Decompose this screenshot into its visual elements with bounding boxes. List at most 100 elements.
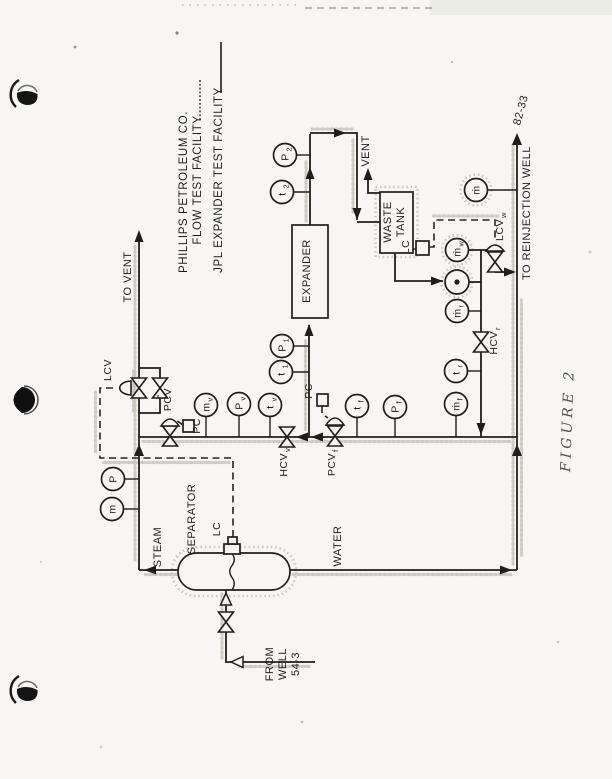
header-arrow-1 (296, 432, 308, 442)
from-well-label-2: WELL (277, 648, 289, 680)
pcv-f-valve (325, 425, 345, 447)
instrument-p-2: P2 (272, 142, 298, 168)
instrument-p-steam: P (100, 466, 126, 492)
return-branch-arrow (476, 423, 486, 435)
pcv-v-sub: v (156, 393, 160, 402)
waste-tank-label-1: WASTE (382, 201, 394, 242)
label-sub: v (270, 397, 279, 401)
instrument-t-2: t2 (269, 179, 295, 205)
label-sub: v (206, 397, 215, 401)
separator-lc-top (227, 536, 238, 545)
label-sub: f (395, 401, 404, 404)
water-line-arrow (500, 565, 512, 575)
label-main: ṁ (471, 185, 483, 194)
vent-label: VENT (360, 135, 372, 166)
label-main: P (390, 405, 402, 413)
label-main: ṁ (452, 308, 464, 317)
instruments: P m mv Pv tv P1 t1 P2 t2 tf Pf (99, 142, 517, 522)
label-sub: f (456, 398, 465, 401)
scan-artifacts (39, 0, 612, 749)
pcv-f-sub: f (331, 449, 340, 452)
from-well-arrow (229, 655, 244, 669)
speck (556, 640, 560, 644)
reinjection-arrow (512, 444, 522, 456)
instrument-t-v: tv (257, 392, 283, 418)
instrument-p-1: P1 (269, 333, 295, 359)
steam-stub-arrow (144, 565, 156, 575)
tank-inlet-arrow (352, 208, 362, 220)
label-main: P (280, 153, 292, 161)
lc-tank-label: LC (400, 240, 412, 254)
label-main: t (265, 405, 277, 408)
pcv-v-actuator (159, 418, 181, 427)
expander-box (291, 224, 329, 319)
hcv-v-label: HCV (278, 453, 290, 477)
title-line-3: JPL EXPANDER TEST FACILITY (213, 87, 225, 273)
speck (73, 45, 77, 49)
tank-drain-line (394, 253, 443, 282)
label-sub: 1 (282, 338, 291, 343)
title-line-2: FLOW TEST FACILITY (192, 115, 204, 244)
pc-to-pcvv-signal (175, 419, 184, 426)
well-id-label: 82-33 (511, 94, 531, 127)
punch-bottom (9, 674, 38, 704)
pump-symbol (444, 269, 470, 295)
svg-text:FIGURE 2: FIGURE 2 (558, 367, 578, 473)
pcv-v-label: PCV (162, 388, 174, 411)
labels: PHILLIPS PETROLEUM CO. FLOW TEST FACILIT… (102, 42, 533, 681)
hcv-v-sub: v (283, 448, 292, 452)
to-vent-label: TO VENT (122, 252, 134, 303)
to-reinjection-well-label: TO REINJECTION WELL (521, 146, 533, 280)
well-inlet-valve (216, 611, 236, 633)
separator-level-wave (229, 553, 235, 591)
hcv-r-label: HCV (488, 331, 500, 355)
valves (118, 244, 506, 633)
separator-label: SEPARATOR (186, 484, 198, 555)
instrument-m-f: ṁf (443, 391, 469, 417)
separator-inlet-arrow (219, 591, 233, 606)
lcv-actuator (118, 380, 132, 396)
speck (39, 560, 43, 564)
label-main: ṁ (451, 401, 463, 410)
pcv-f-label: PCV (326, 453, 338, 476)
drain-arrow (431, 276, 443, 286)
label-sub: 2 (285, 147, 294, 152)
separator-halo (170, 545, 298, 598)
label-main: t (276, 372, 288, 375)
instrument-t-1: t1 (268, 359, 294, 385)
from-well-label-1: FROM (264, 647, 276, 681)
tank-vent-arrow (363, 168, 373, 180)
punch-middle (13, 385, 39, 415)
pc-feed-box (316, 393, 329, 407)
speck (300, 720, 304, 724)
lc-separator-label: LC (211, 522, 223, 536)
figure-caption: FIGURE 2 (558, 367, 578, 473)
label-sub: w (457, 241, 466, 248)
hcv-r-valve (471, 331, 491, 353)
instrument-p-v: Pv (226, 391, 252, 417)
label-sub: 1 (281, 364, 290, 369)
label-sub: v (239, 396, 248, 400)
hcv-r-sub: r (493, 327, 502, 330)
label-main: P (277, 344, 289, 352)
expander-inlet-arrow (304, 324, 314, 336)
instrument-m-reinjection: ṁ (463, 177, 489, 203)
label-main: m (107, 504, 119, 513)
equipment (177, 191, 430, 591)
instrument-m-steam: m (99, 496, 125, 522)
label-main: t (277, 192, 289, 195)
label-main: t (352, 406, 364, 409)
speck (450, 60, 454, 64)
pc-vent-box (182, 419, 195, 433)
pcv-v-valve (160, 425, 180, 447)
lcv-bypass-valve (150, 377, 170, 399)
lcvw-outlet-arrow (504, 267, 516, 277)
separator-lc-body (223, 543, 241, 555)
flow-arrows (134, 128, 522, 669)
instrument-m-v: mv (193, 392, 219, 418)
label-main: m (201, 402, 213, 411)
speck (175, 31, 179, 35)
lc-to-lcv-signal (99, 387, 233, 459)
label-main: ṁ (452, 247, 464, 256)
